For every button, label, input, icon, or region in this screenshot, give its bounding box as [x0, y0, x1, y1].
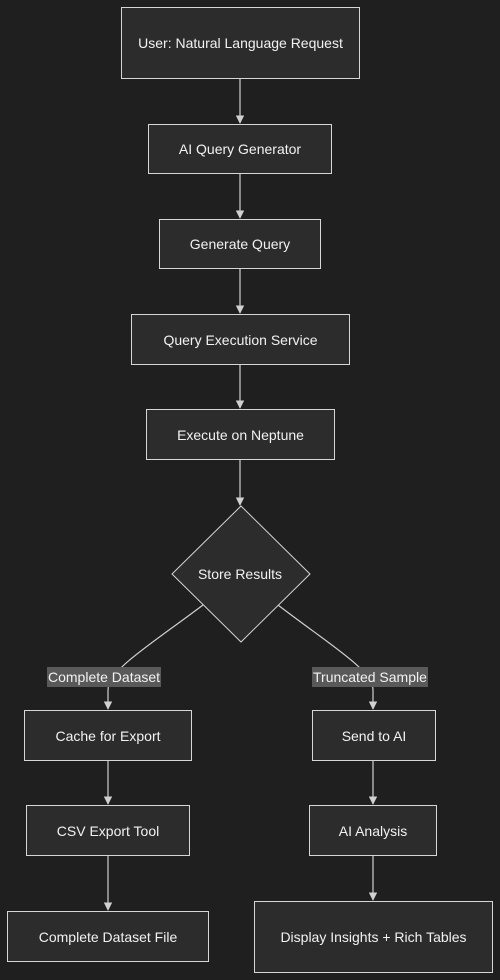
node-query-execution-service: Query Execution Service	[131, 314, 350, 365]
node-csv-export-tool-label: CSV Export Tool	[56, 822, 160, 839]
node-query-execution-service-label: Query Execution Service	[163, 331, 318, 348]
node-display-insights: Display Insights + Rich Tables	[254, 901, 493, 973]
node-send-to-ai-label: Send to AI	[341, 727, 407, 744]
node-complete-dataset-file-label: Complete Dataset File	[38, 928, 178, 945]
edge-store-to-send	[277, 604, 378, 710]
node-store-results-label: Store Results	[197, 566, 283, 582]
edge-store-to-cache	[103, 604, 204, 710]
node-send-to-ai: Send to AI	[312, 710, 436, 761]
node-cache-for-export-label: Cache for Export	[55, 727, 161, 744]
node-generate-query-label: Generate Query	[189, 236, 291, 252]
node-ai-analysis: AI Analysis	[309, 805, 437, 856]
node-complete-dataset-file: Complete Dataset File	[7, 911, 209, 962]
node-display-insights-label: Display Insights + Rich Tables	[280, 929, 467, 945]
node-cache-for-export: Cache for Export	[24, 710, 192, 761]
node-user-request-label: User: Natural Language Request	[138, 35, 343, 51]
node-csv-export-tool: CSV Export Tool	[26, 805, 190, 856]
node-ai-analysis-label: AI Analysis	[338, 822, 408, 839]
node-execute-on-neptune: Execute on Neptune	[146, 409, 335, 460]
node-ai-query-generator-label: AI Query Generator	[178, 141, 302, 157]
node-execute-on-neptune-label: Execute on Neptune	[177, 426, 304, 443]
edge-label-complete-dataset: Complete Dataset	[47, 667, 162, 687]
node-user-request: User: Natural Language Request	[121, 7, 360, 79]
edge-label-truncated-sample: Truncated Sample	[312, 667, 428, 687]
node-ai-query-generator: AI Query Generator	[148, 124, 332, 174]
node-generate-query: Generate Query	[159, 219, 321, 269]
